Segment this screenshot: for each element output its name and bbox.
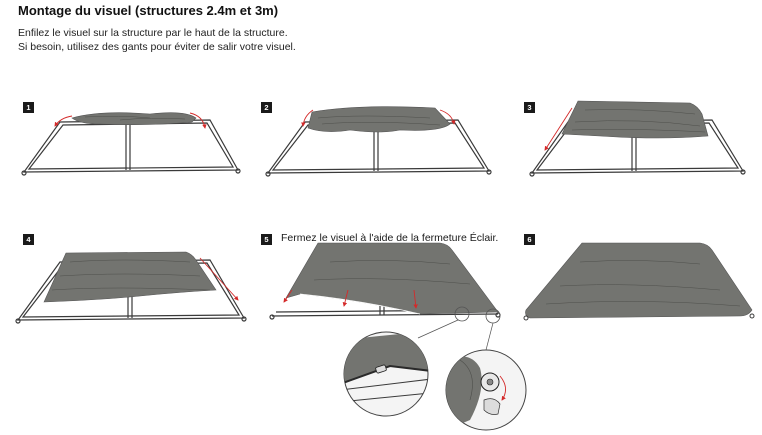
step-5-caption: Fermez le visuel à l'aide de la fermetur…	[281, 232, 499, 244]
arrow	[189, 112, 207, 129]
step-2-illustration	[265, 106, 492, 177]
arrow	[54, 115, 73, 127]
arrow	[342, 289, 349, 307]
step-1-illustration	[21, 112, 241, 176]
arrow	[199, 257, 239, 301]
step-2-badge: 2	[261, 102, 272, 113]
instructions-text: Enfilez le visuel sur la structure par l…	[18, 26, 296, 54]
step-1-badge: 1	[23, 102, 34, 113]
arrow	[413, 289, 418, 309]
corner-knob-detail-zoom	[445, 349, 527, 431]
step-5-badge: 5	[261, 234, 272, 245]
arrow	[301, 109, 314, 127]
step-3-illustration	[529, 100, 746, 177]
step-3-badge: 3	[524, 102, 535, 113]
step-4-badge: 4	[23, 234, 34, 245]
fabric	[43, 251, 217, 303]
step-6-illustration	[523, 242, 755, 321]
zipper-detail-zoom	[343, 331, 429, 417]
arrow	[544, 107, 573, 151]
arrow	[439, 109, 456, 125]
fabric	[285, 242, 499, 315]
page-title: Montage du visuel (structures 2.4m et 3m…	[18, 3, 279, 18]
step-6-badge: 6	[524, 234, 535, 245]
arrow	[283, 289, 293, 303]
frame	[21, 119, 241, 176]
fabric	[561, 100, 709, 139]
instruction-line-2: Si besoin, utilisez des gants pour évite…	[18, 41, 296, 53]
step-4-illustration	[15, 251, 247, 324]
fabric	[307, 106, 451, 133]
step-5-illustration	[269, 242, 527, 431]
fabric	[525, 242, 753, 319]
instruction-line-1: Enfilez le visuel sur la structure par l…	[18, 27, 288, 39]
